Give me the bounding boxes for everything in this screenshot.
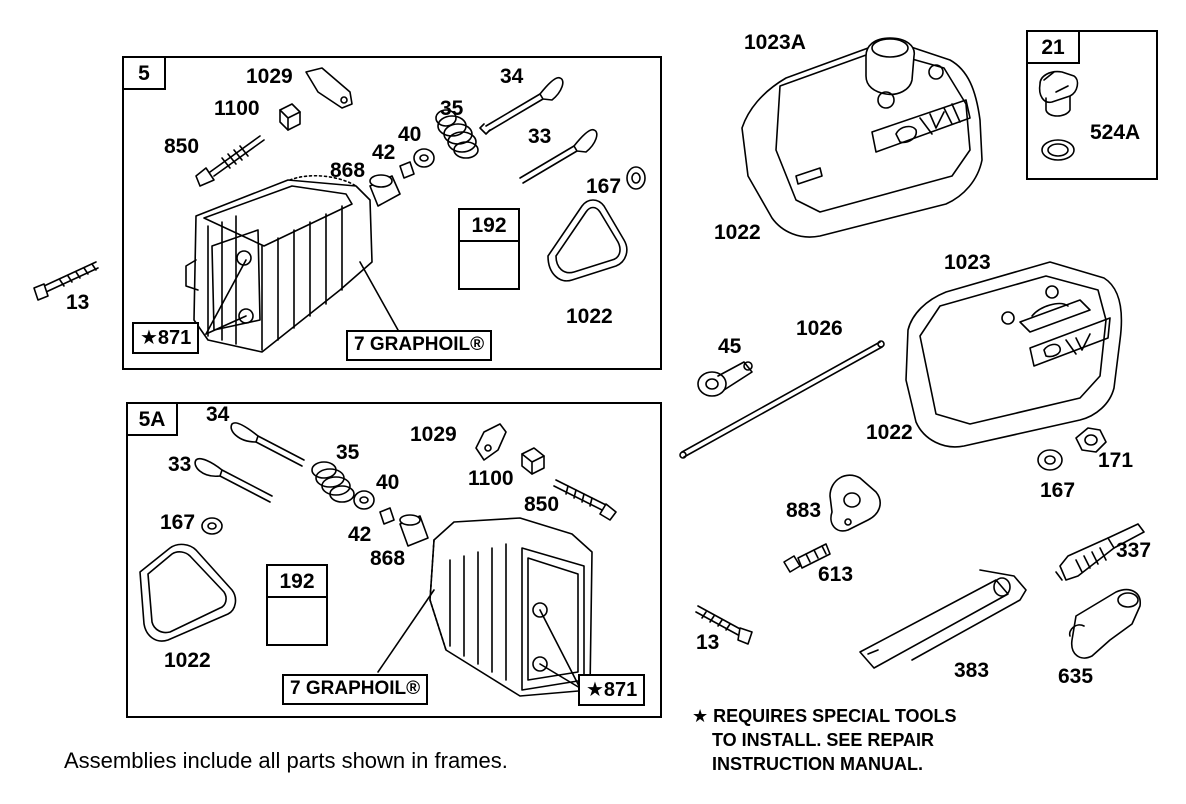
frame-5a-inset-tag: 192 bbox=[266, 564, 328, 598]
tappet-icon bbox=[697, 361, 753, 397]
callout-871-frame-5a: ★871 bbox=[578, 674, 646, 706]
rocker-stud-icon-5a bbox=[553, 479, 617, 521]
intake-valve-icon bbox=[519, 128, 598, 184]
cover-gasket-icon-5a bbox=[139, 543, 237, 642]
part-label-171: 171 bbox=[1098, 449, 1134, 472]
special-tools-note-line-2: TO INSTALL. SEE REPAIR bbox=[712, 730, 935, 750]
spark-plug-icon bbox=[1055, 523, 1145, 581]
exhaust-gasket-icon bbox=[829, 474, 881, 532]
special-tools-note-line-3: INSTRUCTION MANUAL. bbox=[712, 754, 923, 774]
part-label-42-5a: 42 bbox=[348, 523, 372, 546]
part-label-635: 635 bbox=[1058, 665, 1094, 688]
spring-retainer-icon bbox=[413, 148, 435, 168]
head-bolt-icon bbox=[33, 261, 99, 301]
part-label-33: 33 bbox=[528, 125, 552, 148]
part-label-33-5a: 33 bbox=[168, 453, 192, 476]
part-label-868: 868 bbox=[330, 159, 366, 182]
rocker-arm-icon bbox=[305, 67, 353, 109]
exhaust-bolt-icon bbox=[783, 543, 831, 573]
part-label-1022-5a: 1022 bbox=[164, 649, 211, 672]
washer-icon bbox=[626, 166, 646, 190]
flange-nut-icon bbox=[1037, 449, 1063, 471]
part-label-1100-5a: 1100 bbox=[468, 467, 514, 490]
part-label-883: 883 bbox=[786, 499, 822, 522]
exhaust-valve-icon-5a bbox=[230, 422, 305, 467]
part-label-40-5a: 40 bbox=[376, 471, 400, 494]
callout-graphoil-frame-5: 7 GRAPHOIL® bbox=[346, 330, 493, 361]
part-label-1029-5a: 1029 bbox=[410, 423, 457, 446]
part-label-613: 613 bbox=[818, 563, 854, 586]
valve-cover-1023-icon bbox=[905, 261, 1123, 448]
rocker-block-icon-5a bbox=[521, 447, 545, 475]
part-label-524a: 524A bbox=[1090, 121, 1141, 144]
part-label-1022: 1022 bbox=[566, 305, 613, 328]
oil-cap-icon bbox=[1038, 70, 1079, 161]
frame-5a bbox=[126, 402, 662, 718]
rocker-block-icon bbox=[279, 103, 301, 131]
part-label-337: 337 bbox=[1116, 539, 1152, 562]
part-label-1022-top-cover: 1022 bbox=[714, 221, 761, 244]
callout-graphoil-frame-5a: 7 GRAPHOIL® bbox=[282, 674, 429, 705]
spring-retainer-icon-5a bbox=[353, 490, 375, 510]
plug-boot-icon bbox=[1068, 588, 1141, 659]
part-label-868-5a: 868 bbox=[370, 547, 406, 570]
part-label-1023a: 1023A bbox=[744, 31, 806, 54]
part-label-167-5a: 167 bbox=[160, 511, 196, 534]
part-label-35: 35 bbox=[440, 97, 464, 120]
exhaust-valve-icon bbox=[479, 76, 564, 135]
frame-5-inset-tag: 192 bbox=[458, 208, 520, 242]
nut-171-icon bbox=[1075, 427, 1107, 453]
part-label-40: 40 bbox=[398, 123, 422, 146]
rocker-stud-icon bbox=[195, 135, 265, 187]
valve-seal-icon-5a bbox=[399, 514, 429, 547]
valve-spring-icon-5a bbox=[311, 461, 355, 503]
part-label-13: 13 bbox=[66, 291, 90, 314]
part-label-167-right: 167 bbox=[1040, 479, 1076, 502]
footer-note: Assemblies include all parts shown in fr… bbox=[64, 748, 508, 773]
frame-5-tag: 5 bbox=[122, 56, 166, 90]
washer-icon-5a bbox=[201, 517, 223, 535]
head-bolt-icon-right bbox=[695, 605, 753, 645]
part-label-1100: 1100 bbox=[214, 97, 260, 120]
cylinder-head-icon-5a bbox=[429, 517, 593, 697]
part-label-13-right: 13 bbox=[696, 631, 720, 654]
part-label-850: 850 bbox=[164, 135, 200, 158]
part-label-1023: 1023 bbox=[944, 251, 991, 274]
part-label-34-5a: 34 bbox=[206, 403, 230, 426]
part-label-45: 45 bbox=[718, 335, 742, 358]
part-label-1022-lower-cover: 1022 bbox=[866, 421, 913, 444]
intake-valve-icon-5a bbox=[194, 457, 273, 503]
frame-5 bbox=[122, 56, 662, 370]
part-label-42: 42 bbox=[372, 141, 396, 164]
part-label-1026: 1026 bbox=[796, 317, 843, 340]
valve-cover-1023a-icon bbox=[741, 37, 983, 238]
frame-5a-tag: 5A bbox=[126, 402, 178, 436]
part-label-34: 34 bbox=[500, 65, 524, 88]
part-label-35-5a: 35 bbox=[336, 441, 360, 464]
valve-seal-icon bbox=[369, 174, 401, 207]
valve-keeper-icon-5a bbox=[379, 507, 395, 525]
cover-gasket-icon bbox=[547, 199, 628, 282]
spark-plug-wrench-icon bbox=[859, 569, 1027, 669]
push-rod-icon bbox=[679, 340, 885, 459]
rocker-arm-icon-5a bbox=[475, 423, 507, 461]
part-label-167: 167 bbox=[586, 175, 622, 198]
callout-871-frame-5: ★871 bbox=[132, 322, 200, 354]
part-label-1029: 1029 bbox=[246, 65, 293, 88]
special-tools-note-line-1: ★ REQUIRES SPECIAL TOOLS bbox=[692, 706, 957, 726]
valve-keeper-icon bbox=[399, 161, 415, 179]
part-label-383: 383 bbox=[954, 659, 990, 682]
cylinder-head-icon bbox=[185, 174, 373, 353]
frame-21 bbox=[1026, 30, 1158, 180]
frame-21-tag: 21 bbox=[1026, 30, 1080, 64]
valve-spring-icon bbox=[435, 109, 479, 159]
part-label-850-5a: 850 bbox=[524, 493, 560, 516]
